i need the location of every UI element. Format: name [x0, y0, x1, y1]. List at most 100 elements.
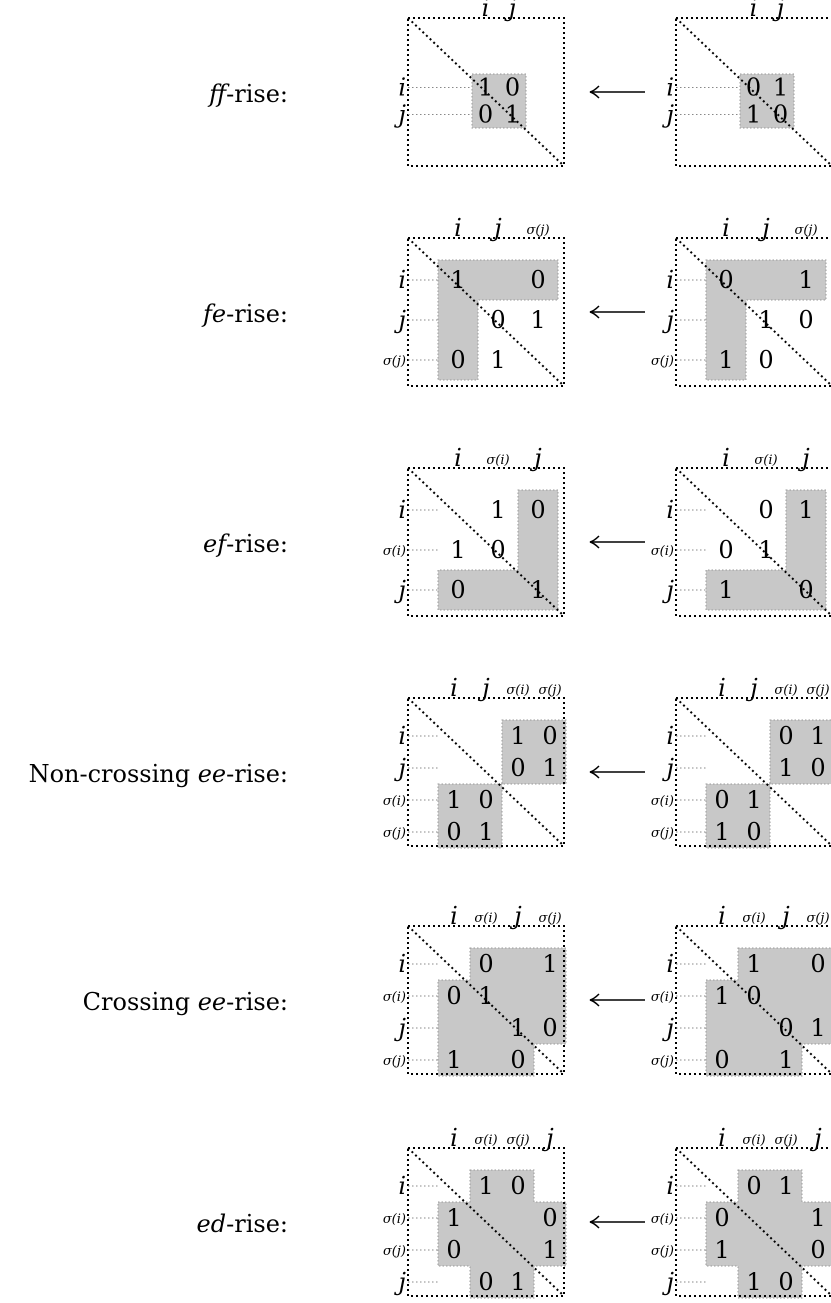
row-label: i — [666, 266, 674, 294]
row-label: i — [666, 74, 674, 102]
column-label: j — [797, 444, 810, 472]
matrix-entry: 0 — [778, 722, 793, 750]
shaded-region — [705, 489, 827, 611]
matrix-entry: 0 — [714, 1046, 729, 1074]
matrix-frame — [407, 925, 565, 1075]
row-label: i — [398, 1172, 406, 1200]
column-label: σ(i) — [474, 1133, 497, 1148]
matrix-entry: 0 — [530, 266, 545, 294]
matrix-entry: 1 — [810, 722, 825, 750]
matrix-diagonal — [675, 1147, 831, 1297]
matrix-entry: 1 — [746, 101, 761, 129]
row-label: j — [662, 576, 675, 604]
long-left-arrow — [589, 85, 645, 99]
column-label: σ(j) — [794, 223, 817, 238]
matrix-entry: 0 — [478, 101, 493, 129]
matrix-entry: 0 — [510, 1046, 525, 1074]
row-label: σ(j) — [383, 1054, 406, 1069]
row-label: j — [662, 754, 675, 782]
matrix-entry: 1 — [714, 818, 729, 846]
rise-label-type: ee — [198, 760, 226, 788]
matrix-entry: 1 — [530, 576, 545, 604]
column-label: i — [454, 214, 462, 242]
rise-label-suffix: -rise: — [226, 760, 288, 788]
matrix-entry: 0 — [446, 982, 461, 1010]
matrix-entry: 1 — [746, 786, 761, 814]
row-label: σ(j) — [383, 354, 406, 369]
column-label: σ(j) — [806, 911, 829, 926]
row-label: σ(i) — [383, 544, 406, 559]
rise-label: ff-rise: — [207, 80, 288, 108]
matrix-entry: 0 — [810, 754, 825, 782]
column-label: σ(i) — [774, 683, 797, 698]
matrix-entry: 1 — [446, 1204, 461, 1232]
matrix-frame — [407, 1147, 565, 1297]
rise-label-suffix: -rise: — [226, 530, 288, 558]
row-label: σ(j) — [383, 826, 406, 841]
row-label: j — [394, 754, 407, 782]
matrix-entry: 0 — [478, 1268, 493, 1296]
matrix-entry: 0 — [718, 266, 733, 294]
row-label: i — [666, 722, 674, 750]
row-label: i — [398, 496, 406, 524]
row-label: σ(i) — [383, 1212, 406, 1227]
row-label: i — [666, 950, 674, 978]
shaded-region — [437, 259, 559, 381]
column-label: j — [772, 0, 785, 22]
matrix-entry: 1 — [718, 576, 733, 604]
matrix-entry: 0 — [718, 536, 733, 564]
matrix-entry: 0 — [714, 1204, 729, 1232]
matrix-entry: 1 — [542, 754, 557, 782]
matrix-entry: 0 — [746, 1172, 761, 1200]
row-label: j — [394, 1014, 407, 1042]
matrix-frame — [675, 697, 831, 847]
matrix-entry: 1 — [490, 496, 505, 524]
row-label: σ(i) — [651, 1212, 674, 1227]
row-label: j — [662, 306, 675, 334]
row-label: σ(i) — [651, 990, 674, 1005]
row-label: i — [398, 74, 406, 102]
column-label: σ(i) — [742, 1133, 765, 1148]
row-label: j — [662, 101, 675, 129]
matrix-entry: 1 — [746, 1268, 761, 1296]
matrix-entry: 1 — [478, 74, 493, 102]
matrix-diagonal — [675, 17, 831, 167]
row-label: σ(j) — [651, 354, 674, 369]
matrix-entry: 1 — [746, 950, 761, 978]
column-label: σ(i) — [742, 911, 765, 926]
row-label: j — [394, 1268, 407, 1296]
matrix-entry: 0 — [542, 722, 557, 750]
rise-label-suffix: -rise: — [226, 80, 288, 108]
matrix-entry: 1 — [718, 346, 733, 374]
matrix-entry: 0 — [758, 496, 773, 524]
column-label: j — [777, 902, 790, 930]
matrix-entry: 0 — [746, 74, 761, 102]
matrix-entry: 0 — [530, 496, 545, 524]
column-label: σ(j) — [538, 683, 561, 698]
rise-label-type: ff — [207, 80, 230, 108]
column-label: σ(j) — [774, 1133, 797, 1148]
matrix-entry: 0 — [505, 74, 520, 102]
matrix-entry: 1 — [758, 306, 773, 334]
rise-label: fe-rise: — [201, 300, 288, 328]
row-label: j — [394, 306, 407, 334]
matrix-entry: 1 — [510, 722, 525, 750]
row-label: σ(j) — [651, 826, 674, 841]
matrix-entry: 0 — [773, 101, 788, 129]
shaded-region — [705, 259, 827, 381]
row-label: σ(j) — [383, 1244, 406, 1259]
matrix-entry: 1 — [758, 536, 773, 564]
matrix-frame — [675, 925, 831, 1075]
row-label: σ(j) — [651, 1054, 674, 1069]
matrix-frame — [407, 17, 565, 167]
rise-label-prefix: Crossing — [83, 988, 198, 1016]
matrix-frame — [675, 1147, 831, 1297]
matrix-entry: 0 — [798, 576, 813, 604]
matrix-entry: 0 — [478, 950, 493, 978]
column-label: σ(j) — [526, 223, 549, 238]
